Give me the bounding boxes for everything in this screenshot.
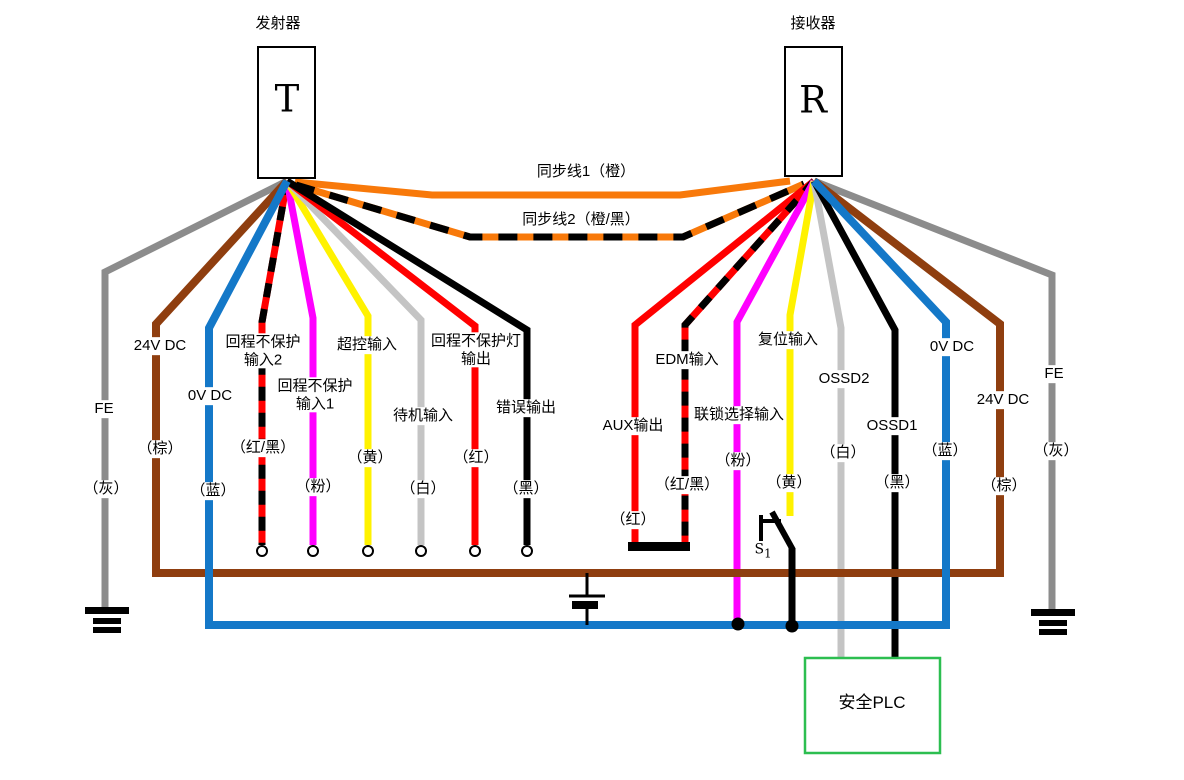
interlock-select-label: 联锁选择输入 [691, 406, 787, 424]
sync-line-2-label: 同步线2（橙/黑） [522, 211, 640, 229]
reset-input-color: （黄） [764, 474, 814, 492]
edm-input-black-dashes [681, 178, 817, 544]
battery-negative-plate [572, 601, 598, 609]
lamp-output-color: （红） [451, 449, 501, 467]
error-output-label: 错误输出 [493, 399, 559, 417]
terminal-error-output [521, 545, 533, 557]
sync-line-1-label: 同步线1（橙） [536, 163, 636, 181]
ossd1-color: （黑） [872, 474, 922, 492]
standby-input-label: 待机输入 [390, 407, 456, 425]
fe-left-label: FE [92, 400, 116, 418]
s1-subscript: 1 [764, 546, 772, 561]
fe-right-color: （灰） [1031, 442, 1081, 460]
24v-left-label: 24V DC [131, 337, 189, 355]
muting-lamp-output-wire [284, 178, 479, 545]
edm-input-label: EDM输入 [653, 351, 721, 369]
terminal-muting-input2 [256, 545, 268, 557]
24v-brown-bus [152, 177, 1004, 577]
edm-input-color: （红/黑） [652, 476, 722, 494]
0v-right-color: （蓝） [920, 442, 970, 460]
override-input-color: （黄） [345, 449, 395, 467]
receiver-box [784, 46, 843, 177]
aux-output-label: AUX输出 [600, 417, 666, 435]
ossd2-wire [810, 180, 845, 660]
muting-input2-black-dashes [258, 180, 291, 545]
interlock-select-color: （粉） [713, 452, 763, 470]
24v-left-color: （棕） [135, 440, 185, 458]
muting-input2-color: （红/黑） [228, 439, 298, 457]
sync-line-1 [294, 177, 791, 199]
transmitter-box [257, 46, 316, 179]
24v-right-label: 24V DC [974, 391, 1032, 409]
override-input-wire [283, 179, 372, 545]
muting-input1-label: 回程不保护 输入1 [275, 377, 355, 413]
lamp-output-label: 回程不保护灯 输出 [428, 332, 524, 368]
fe-right-wire [812, 177, 1056, 610]
transmitter-symbol: T [274, 77, 300, 121]
receiver-symbol: R [799, 78, 827, 122]
ossd2-color: （白） [818, 444, 868, 462]
ossd1-label: OSSD1 [864, 417, 920, 435]
receiver-label: 接收器 [790, 15, 836, 33]
0v-right-label: 0V DC [927, 338, 977, 356]
muting-input2-label: 回程不保护 输入2 [223, 333, 303, 369]
interlock-select-wire [733, 179, 818, 623]
aux-output-color: （红） [608, 511, 658, 529]
muting-input1-wire [283, 180, 317, 545]
safety-plc-label: 安全PLC [838, 692, 906, 712]
error-output-color: （黑） [501, 480, 551, 498]
ground-symbol-left [85, 607, 129, 633]
terminal-standby-input [415, 545, 427, 557]
reset-input-label: 复位输入 [755, 331, 821, 349]
terminal-muting-input1 [307, 545, 319, 557]
safety-plc-box [803, 656, 942, 755]
interlock-junction-dot [731, 617, 745, 631]
ossd1-wire [810, 179, 899, 660]
s1-blade [769, 510, 796, 552]
aux-edm-jumper [628, 542, 690, 551]
s1-letter: S [754, 541, 765, 558]
terminal-lamp-output [469, 545, 481, 557]
reset-input-wire [786, 180, 818, 516]
fe-left-color: （灰） [81, 480, 131, 498]
fe-right-label: FE [1042, 365, 1066, 383]
0v-blue-bus [205, 178, 950, 629]
override-input-label: 超控输入 [334, 336, 400, 354]
0v-left-color: （蓝） [188, 482, 238, 500]
s1-junction-dot [785, 619, 799, 633]
muting-input1-color: （粉） [293, 478, 343, 496]
0v-left-label: 0V DC [185, 387, 235, 405]
s1-switch-label: S1 [754, 542, 771, 561]
standby-input-color: （白） [398, 480, 448, 498]
sync-line-2-black-dashes [294, 180, 806, 241]
ground-symbol-right [1031, 609, 1075, 635]
terminal-override-input [362, 545, 374, 557]
aux-output-wire [631, 178, 817, 544]
error-output-wire [285, 178, 531, 545]
standby-input-wire [284, 178, 425, 545]
transmitter-label: 发射器 [255, 15, 301, 33]
ossd2-label: OSSD2 [816, 370, 872, 388]
24v-right-color: （棕） [979, 477, 1029, 495]
